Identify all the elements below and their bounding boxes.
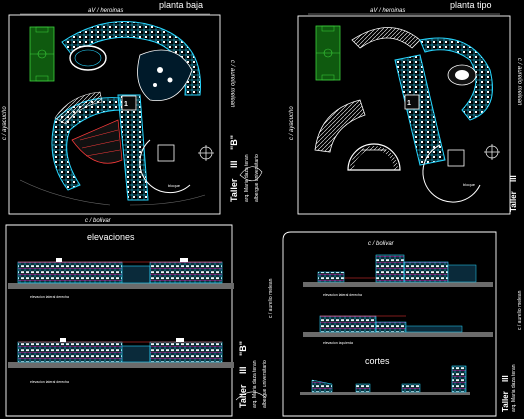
tutor-label-mid: arq. Maria daza teran	[252, 360, 258, 408]
panel-title: cortes	[365, 356, 390, 366]
section-caption-a: elevacion lateral derecha	[323, 293, 362, 297]
roman-label-right: III	[509, 175, 518, 182]
central-block	[394, 54, 446, 166]
soccer-field	[315, 25, 341, 81]
group-label-mid: "B"	[238, 341, 248, 356]
soccer-field	[29, 26, 55, 82]
street-label-top: aV / heroinas	[370, 8, 405, 14]
street-label-right: c / aurelio melean	[229, 60, 235, 108]
svg-text:1: 1	[407, 100, 411, 107]
taller-label-low: Taller	[501, 391, 510, 412]
elevation-caption-bottom: elevacion lateral derecha	[30, 380, 69, 384]
central-block	[117, 94, 149, 201]
elevation-caption-top: elevacion lateral derecha	[30, 295, 69, 299]
panel-elevaciones: elevaciones elevacion lateral derecha el…	[5, 224, 274, 417]
taller-label-mid: Taller	[238, 384, 248, 408]
street-label-low: c / aurelio melean	[517, 290, 523, 330]
north-arrow-icon	[198, 145, 214, 161]
hatched-arc	[54, 91, 103, 125]
street-label-bottom: c / bolivar	[368, 241, 395, 247]
title-block-top: Taller III "B" arq. Maria daza teran alb…	[229, 135, 518, 212]
garden-ovoid	[137, 49, 193, 102]
panel-planta-tipo: planta tipo aV / heroinas c / bolivar c …	[289, 0, 522, 247]
svg-text:1: 1	[124, 101, 128, 108]
panel-border	[297, 15, 511, 215]
curved-wing-upper	[419, 37, 493, 121]
project-label: albergue universitario	[254, 154, 260, 202]
street-label-top: aV / heroinas	[88, 8, 123, 14]
roman-label-low: III	[501, 375, 510, 382]
panel-border	[8, 14, 221, 215]
section-drawing-small	[300, 365, 470, 395]
panel-title: elevaciones	[87, 232, 135, 242]
street-label-left: c / ayacucho	[2, 106, 8, 140]
curved-wing-upper	[61, 21, 201, 96]
oval-court	[69, 45, 107, 71]
project-label-mid: albergue universitario	[262, 360, 268, 408]
taller-label-right: Taller	[509, 191, 518, 212]
roof-arc	[351, 27, 421, 49]
north-arrow-icon	[484, 144, 500, 160]
street-label-bottom: c / bolivar	[85, 218, 112, 224]
street-label-right: c / aurelio melean	[516, 58, 522, 106]
section-drawing-a	[303, 254, 493, 287]
street-label-left: c / ayacucho	[289, 106, 295, 140]
street-label-mid: c / aurelio melean	[268, 278, 274, 318]
panel-planta-baja: planta baja aV / heroinas c / bolivar c …	[2, 0, 235, 224]
fan-hall	[71, 119, 123, 164]
block-label: bloque	[463, 182, 476, 187]
panel-border	[5, 224, 233, 417]
elevation-drawing-bottom	[8, 338, 234, 368]
tutor-label: arq. Maria daza teran	[244, 154, 250, 202]
tutor-label-low: arq. Maria daza teran	[511, 364, 517, 412]
panel-title: planta tipo	[450, 0, 492, 10]
plaza-arc	[139, 139, 191, 194]
group-label: "B"	[229, 135, 239, 150]
roman-label-mid: III	[238, 366, 248, 374]
hatched-arc	[314, 99, 366, 153]
panel-cortes: elevacion lateral derecha elevacion izqu…	[282, 231, 523, 417]
elevation-drawing-top	[8, 258, 234, 289]
section-drawing-b	[303, 315, 493, 337]
panel-border	[282, 231, 497, 417]
roman-label: III	[229, 160, 239, 168]
section-caption-b: elevacion izquierda	[323, 341, 353, 345]
panel-title: planta baja	[159, 0, 203, 10]
taller-label: Taller	[229, 178, 239, 202]
plaza-arc	[422, 144, 481, 203]
block-label: bloque	[168, 183, 181, 188]
